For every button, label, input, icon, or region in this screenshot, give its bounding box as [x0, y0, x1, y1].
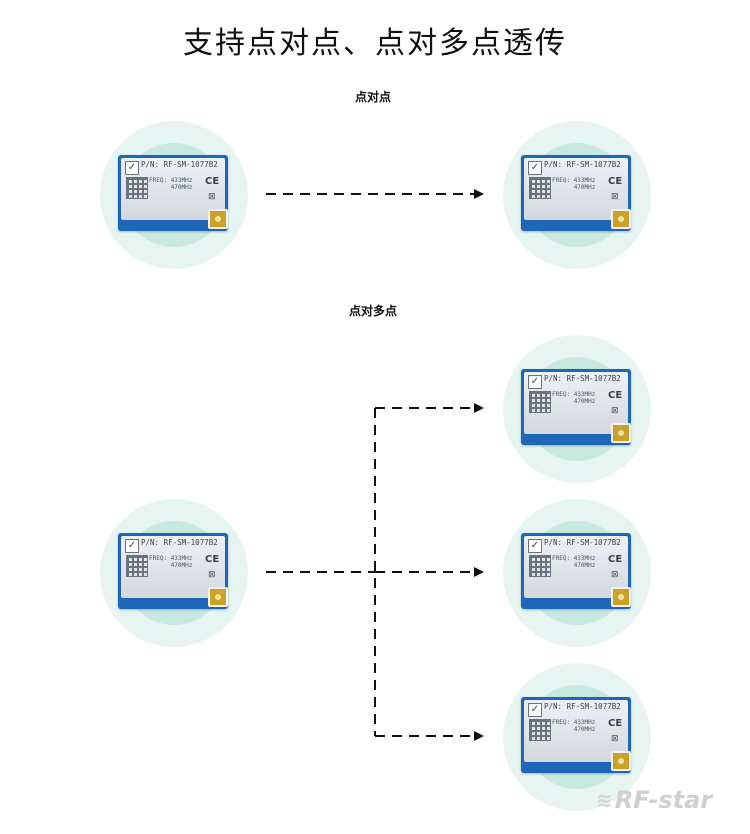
check-mark-icon: ✓ — [528, 539, 542, 553]
wifi-signal-icon: ≋ — [596, 788, 613, 812]
antenna-connector-icon — [611, 587, 631, 607]
check-mark-icon: ✓ — [528, 375, 542, 389]
module-node-p2p-source: ✓ P/N: RF-SM-1077B2 FREQ: 433MHz 470MHz … — [100, 121, 248, 269]
rf-module-image: ✓ P/N: RF-SM-1077B2 FREQ: 433MHz 470MHz … — [118, 533, 228, 609]
module-node-p2mp-target-3: ✓ P/N: RF-SM-1077B2 FREQ: 433MHz 470MHz … — [503, 663, 651, 811]
rf-module-image: ✓ P/N: RF-SM-1077B2 FREQ: 433MHz 470MHz … — [521, 369, 631, 445]
section-label-point-to-multipoint: 点对多点 — [348, 304, 397, 318]
antenna-connector-icon — [611, 751, 631, 771]
antenna-connector-icon — [208, 209, 228, 229]
module-node-p2mp-target-2: ✓ P/N: RF-SM-1077B2 FREQ: 433MHz 470MHz … — [503, 499, 651, 647]
rf-module-image: ✓ P/N: RF-SM-1077B2 FREQ: 433MHz 470MHz … — [521, 697, 631, 773]
module-node-p2mp-source: ✓ P/N: RF-SM-1077B2 FREQ: 433MHz 470MHz … — [100, 499, 248, 647]
rf-module-image: ✓ P/N: RF-SM-1077B2 FREQ: 433MHz 470MHz … — [521, 155, 631, 231]
check-mark-icon: ✓ — [125, 161, 139, 175]
qr-code-icon — [126, 555, 148, 577]
qr-code-icon — [529, 177, 551, 199]
rf-module-image: ✓ P/N: RF-SM-1077B2 FREQ: 433MHz 470MHz … — [521, 533, 631, 609]
weee-bin-icon: ⊠ — [611, 192, 619, 202]
rf-module-image: ✓ P/N: RF-SM-1077B2 FREQ: 433MHz 470MHz … — [118, 155, 228, 231]
qr-code-icon — [126, 177, 148, 199]
weee-bin-icon: ⊠ — [208, 192, 216, 202]
check-mark-icon: ✓ — [528, 161, 542, 175]
weee-bin-icon: ⊠ — [611, 734, 619, 744]
brand-logo: ≋ RF-star — [596, 786, 713, 814]
antenna-connector-icon — [611, 209, 631, 229]
check-mark-icon: ✓ — [125, 539, 139, 553]
check-mark-icon: ✓ — [528, 703, 542, 717]
section-label-point-to-point: 点对点 — [354, 90, 391, 104]
qr-code-icon — [529, 391, 551, 413]
weee-bin-icon: ⊠ — [208, 570, 216, 580]
module-node-p2mp-target-1: ✓ P/N: RF-SM-1077B2 FREQ: 433MHz 470MHz … — [503, 335, 651, 483]
qr-code-icon — [529, 719, 551, 741]
module-node-p2p-target: ✓ P/N: RF-SM-1077B2 FREQ: 433MHz 470MHz … — [503, 121, 651, 269]
antenna-connector-icon — [208, 587, 228, 607]
qr-code-icon — [529, 555, 551, 577]
antenna-connector-icon — [611, 423, 631, 443]
weee-bin-icon: ⊠ — [611, 570, 619, 580]
weee-bin-icon: ⊠ — [611, 406, 619, 416]
page-title: 支持点对点、点对多点透传 — [183, 26, 567, 61]
